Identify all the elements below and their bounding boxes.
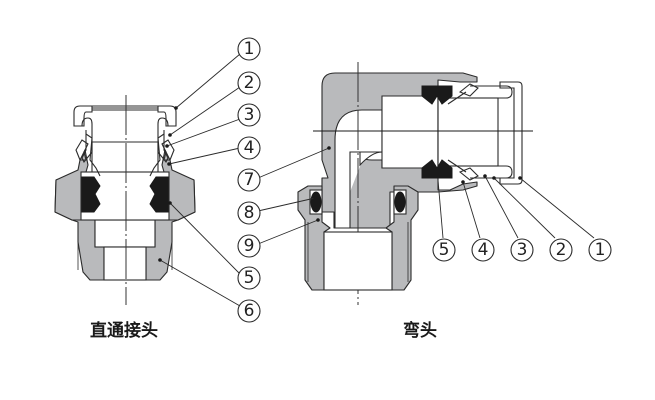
elbow-callout-1-label: 1 <box>595 240 606 260</box>
leader-8-elbow <box>257 197 316 212</box>
leader-1-elbow <box>519 177 595 239</box>
callout-5: 5 <box>237 266 261 290</box>
leader-7-elbow-dot <box>327 146 331 150</box>
leader-1-straight-dot <box>174 106 178 110</box>
callout-3: 3 <box>237 103 261 127</box>
caption-straight-fitting: 直通接头 <box>90 320 158 341</box>
elbow-seal-top <box>421 85 453 105</box>
straight-seal-right <box>149 176 169 213</box>
straight-collet-left <box>75 139 89 161</box>
elbow-inlet-chamber <box>359 95 439 169</box>
leader-lines <box>158 53 595 307</box>
leader-2-straight <box>169 86 241 136</box>
leader-3-elbow-dot <box>483 174 487 178</box>
leader-2-straight-dot <box>168 133 172 137</box>
leader-3-elbow <box>484 175 519 239</box>
callout-1-label: 1 <box>244 39 255 59</box>
leader-8-elbow-dot <box>313 196 317 200</box>
callout-7-label: 7 <box>244 170 255 190</box>
straight-inner-bore-lower <box>103 246 147 281</box>
callouts-column: 1 2 3 4 7 8 9 5 6 <box>237 37 261 323</box>
elbow-seal-bottom <box>421 159 453 179</box>
elbow-callout-3: 3 <box>510 238 534 262</box>
straight-release-button-left <box>73 105 93 127</box>
straight-claw-left <box>85 133 101 177</box>
elbow-callout-4: 4 <box>471 238 495 262</box>
elbow-thread-bore <box>323 231 393 291</box>
elbow-callout-1: 1 <box>588 238 612 262</box>
callout-3-label: 3 <box>244 105 255 125</box>
elbow-callout-2: 2 <box>549 238 573 262</box>
straight-fitting <box>54 95 196 305</box>
leader-3-straight <box>166 118 241 147</box>
leader-9-elbow-dot <box>316 218 320 222</box>
callout-7: 7 <box>237 168 261 192</box>
elbow-tube <box>437 97 499 167</box>
straight-seal-left <box>81 176 101 213</box>
callout-1: 1 <box>237 37 261 61</box>
elbow-callout-2-label: 2 <box>556 240 567 260</box>
callout-2: 2 <box>237 71 261 95</box>
straight-claw-right <box>149 133 165 177</box>
callout-8: 8 <box>237 201 261 225</box>
elbow-oring-left <box>310 191 322 213</box>
callout-6: 6 <box>237 299 261 323</box>
leader-5-straight-dot <box>168 201 172 205</box>
straight-chuck-right <box>157 117 169 164</box>
elbow-chuck-top <box>447 83 513 105</box>
callouts-elbow-row: 5 4 3 2 1 <box>432 238 612 262</box>
leader-7-elbow <box>257 147 330 179</box>
leader-6-straight <box>159 259 241 307</box>
callout-9: 9 <box>237 234 261 258</box>
straight-chuck-left <box>81 117 93 164</box>
callout-6-label: 6 <box>244 301 255 321</box>
elbow-chuck-bottom <box>447 159 513 181</box>
leader-3-straight-dot <box>165 144 169 148</box>
elbow-callout-5: 5 <box>432 238 456 262</box>
callout-4: 4 <box>237 136 261 160</box>
leader-2-elbow-dot <box>492 176 496 180</box>
callout-2-label: 2 <box>244 73 255 93</box>
caption-elbow-fitting: 弯头 <box>403 320 437 341</box>
leader-4-elbow <box>462 181 481 239</box>
leader-5-elbow <box>437 179 444 239</box>
elbow-callout-4-label: 4 <box>478 240 489 260</box>
elbow-release-button <box>499 81 523 185</box>
elbow-fitting <box>297 62 533 305</box>
elbow-callout-3-label: 3 <box>517 240 528 260</box>
leader-4-straight <box>168 147 241 165</box>
callout-9-label: 9 <box>244 236 255 256</box>
leader-4-elbow-dot <box>461 180 465 184</box>
elbow-callout-5-label: 5 <box>439 240 450 260</box>
callout-8-label: 8 <box>244 203 255 223</box>
straight-release-button-right <box>157 105 177 127</box>
leader-1-straight <box>175 53 241 109</box>
straight-collet-right <box>161 139 175 161</box>
leader-9-elbow <box>257 219 319 245</box>
leader-6-straight-dot <box>158 258 162 262</box>
leader-2-elbow <box>493 177 556 239</box>
leader-5-straight <box>169 202 241 275</box>
callout-5-label: 5 <box>244 268 255 288</box>
leader-4-straight-dot <box>167 162 171 166</box>
straight-inner-bore-upper <box>94 219 156 248</box>
callout-4-label: 4 <box>244 138 255 158</box>
leader-1-elbow-dot <box>518 176 522 180</box>
elbow-oring-right <box>394 191 406 213</box>
